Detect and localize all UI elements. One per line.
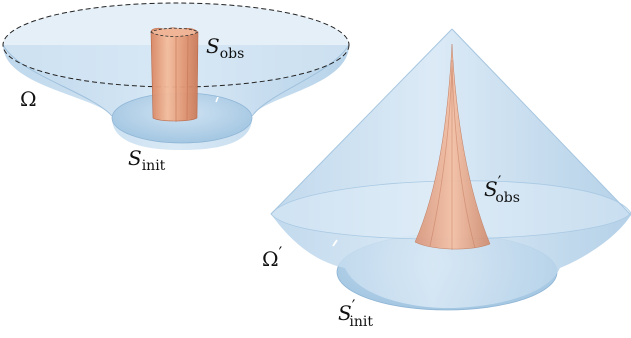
label-s-init-prime-prime: ′ [352, 296, 356, 315]
highlight-mark-prime [332, 239, 338, 247]
label-s-obs-main: S [206, 34, 220, 58]
label-s-obs: Sobs [206, 34, 244, 62]
obstacle-s-obs [150, 27, 199, 122]
label-omega-prime: Ω′ [262, 243, 283, 271]
label-s-obs-prime-prime: ′ [498, 172, 502, 191]
label-s-init-prime: S′init [338, 296, 373, 330]
label-s-obs-prime-sub: obs [495, 190, 520, 206]
pillar-top-dashed [150, 27, 199, 37]
label-s-init-sub: init [142, 158, 166, 174]
label-s-init: Sinit [128, 146, 166, 174]
spike-ridges [429, 59, 476, 250]
obstacle-s-obs-prime [414, 43, 491, 250]
label-omega-prime-main: Ω [262, 247, 279, 271]
label-s-obs-prime-main: S [484, 177, 498, 201]
bowl-side-right [251, 44, 350, 117]
highlight-mark [215, 96, 219, 103]
label-s-init-main: S [128, 146, 142, 170]
label-omega: Ω [20, 87, 37, 111]
label-s-obs-sub: obs [220, 46, 245, 62]
label-s-init-prime-main: S [338, 301, 352, 325]
pillar-groove [175, 35, 189, 122]
label-omega-prime-prime: ′ [279, 243, 283, 262]
spike-body [414, 43, 491, 250]
label-s-init-prime-sub: init [349, 314, 373, 330]
cone-edge-right [451, 28, 631, 216]
bowl-side-left [2, 44, 113, 117]
cone-edge-left [270, 28, 453, 215]
label-omega-main: Ω [20, 87, 37, 111]
label-s-obs-prime: S′obs [484, 172, 520, 206]
pillar-body [150, 27, 199, 122]
